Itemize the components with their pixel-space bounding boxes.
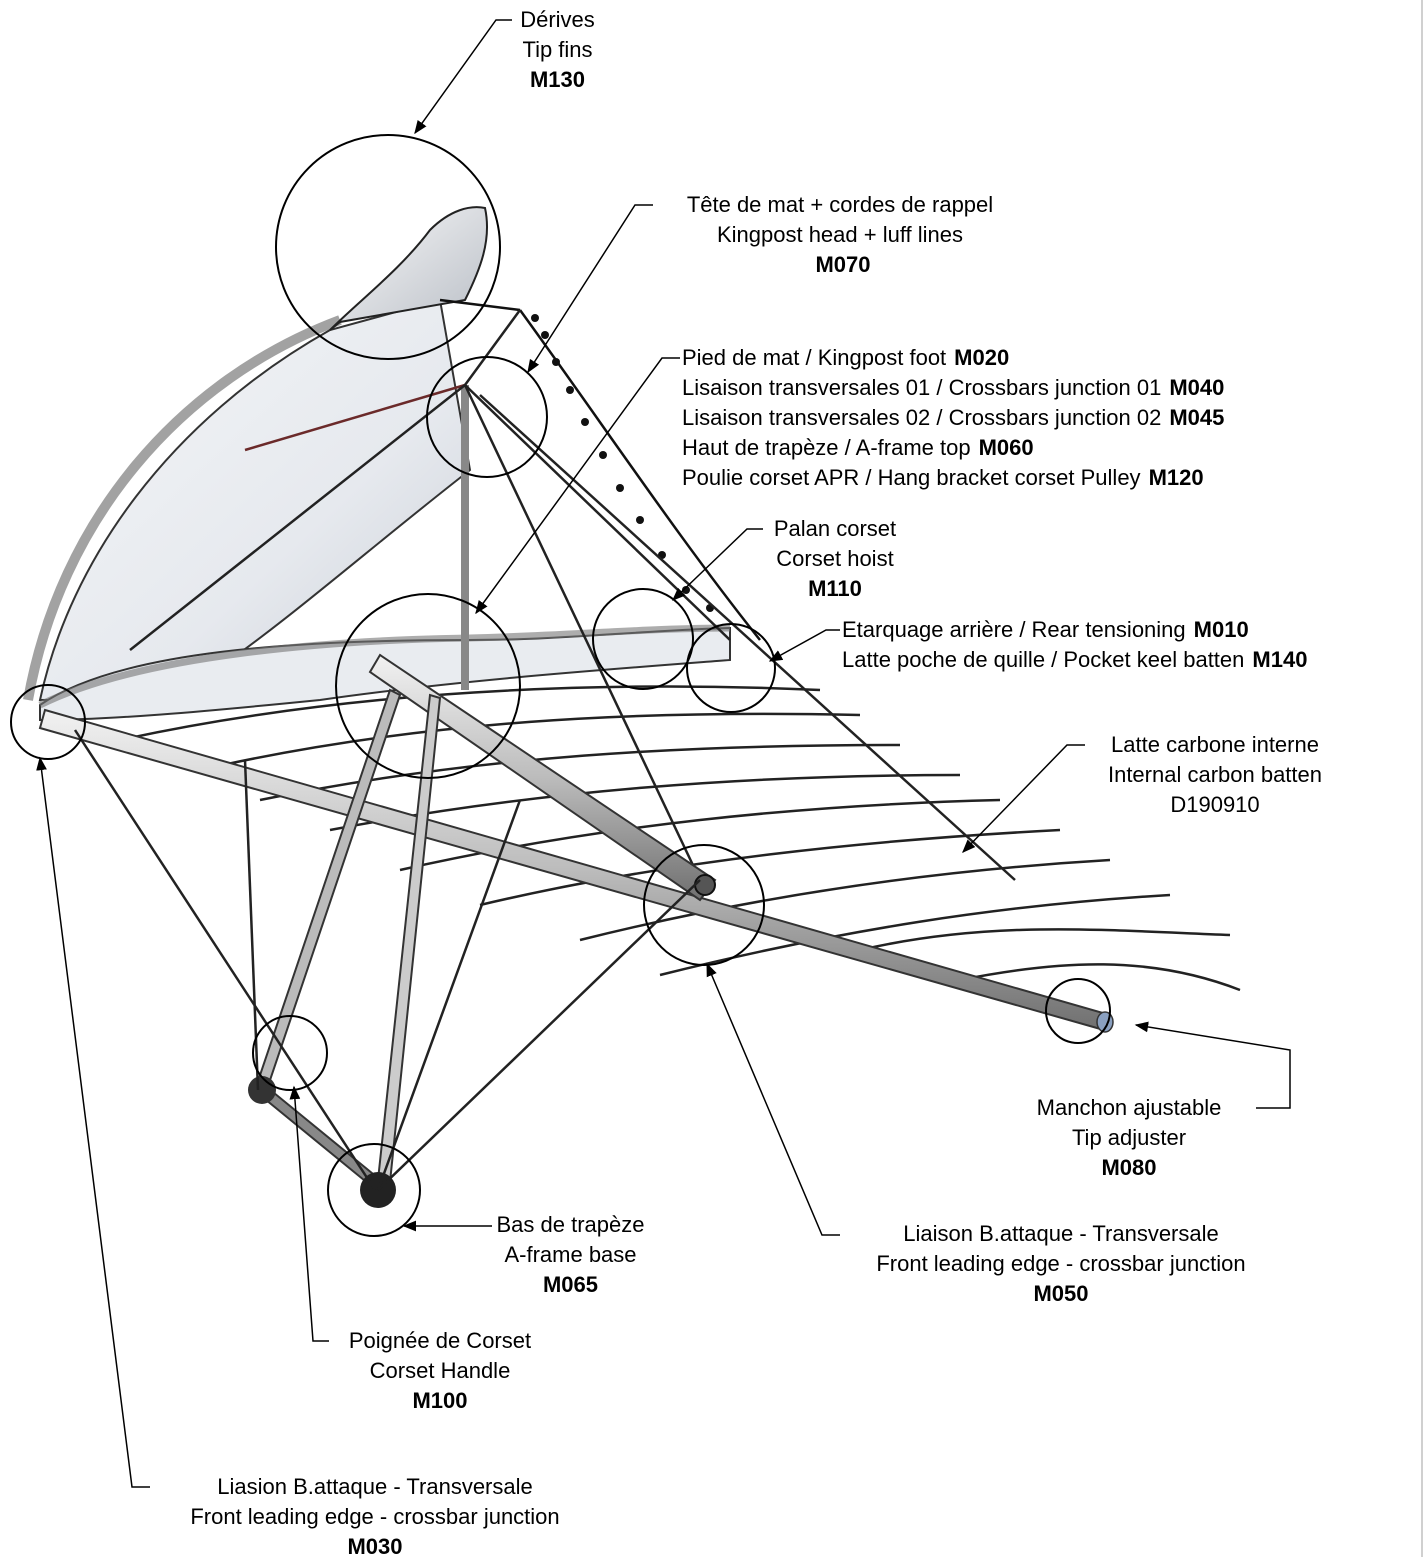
label-m080-code: M080	[1101, 1155, 1157, 1180]
label-m030-code: M030	[347, 1534, 403, 1559]
label-m080-fr: Manchon ajustable	[1036, 1095, 1222, 1120]
label-m080-en: Tip adjuster	[1071, 1125, 1187, 1150]
kingpost-rigging	[129, 309, 1016, 881]
leader-group	[475, 357, 680, 615]
label-m065: Bas de trapèze A-frame base M065	[488, 1210, 653, 1300]
label-m065-code: M065	[542, 1272, 599, 1297]
label-m050-code: M050	[1033, 1281, 1089, 1306]
label-m030: Liasion B.attaque - Transversale Front l…	[145, 1472, 605, 1562]
circle-m030	[10, 684, 86, 760]
circle-m130	[275, 134, 501, 360]
leader-m110	[672, 528, 763, 601]
label-m130-fr: Dérives	[520, 7, 595, 32]
label-m100-en: Corset Handle	[369, 1358, 511, 1383]
label-m030-en: Front leading edge - crossbar junction	[190, 1504, 560, 1529]
label-m070-code: M070	[815, 252, 871, 277]
label-m140: Latte poche de quille / Pocket keel batt…	[842, 647, 1308, 672]
leader-m030	[36, 756, 150, 1488]
leader-m010	[768, 629, 840, 662]
label-d190910-en: Internal carbon batten	[1107, 762, 1323, 787]
label-m130: Dérives Tip fins M130	[505, 5, 610, 95]
group-line-4: Poulie corset APR / Hang bracket corset …	[682, 465, 1204, 490]
group-line-1: Lisaison transversales 01 / Crossbars ju…	[682, 375, 1225, 400]
label-m070-en: Kingpost head + luff lines	[716, 222, 964, 247]
callout-circles	[10, 134, 1111, 1237]
label-d190910-code: D190910	[1170, 792, 1260, 817]
label-m110-fr: Palan corset	[773, 516, 897, 541]
leader-m080	[1134, 1021, 1291, 1109]
trailing-edge	[439, 298, 761, 641]
circle-m065	[327, 1143, 421, 1237]
label-m050-fr: Liaison B.attaque - Transversale	[903, 1221, 1219, 1246]
leader-lines	[36, 19, 1291, 1488]
a-frame	[248, 688, 442, 1208]
label-m070-fr: Tête de mat + cordes de rappel	[686, 192, 994, 217]
circle-m070	[426, 356, 548, 478]
leader-m070	[527, 204, 653, 374]
crossbar-tube	[368, 653, 717, 902]
label-m065-fr: Bas de trapèze	[496, 1212, 645, 1237]
label-d190910-fr: Latte carbone interne	[1111, 732, 1319, 757]
label-m050-en: Front leading edge - crossbar junction	[876, 1251, 1246, 1276]
label-m130-en: Tip fins	[522, 37, 593, 62]
page-edge-line	[1421, 0, 1423, 1557]
label-m100-fr: Poignée de Corset	[348, 1328, 532, 1353]
label-m130-code: M130	[529, 67, 586, 92]
side-wires	[73, 729, 701, 1191]
leader-m130	[414, 19, 512, 135]
label-m030-fr: Liasion B.attaque - Transversale	[217, 1474, 533, 1499]
label-m110-en: Corset hoist	[776, 546, 894, 571]
leader-m100	[289, 1085, 329, 1342]
circle-m080	[1045, 978, 1111, 1044]
label-m110: Palan corset Corset hoist M110	[755, 514, 915, 604]
label-m100-code: M100	[412, 1388, 468, 1413]
label-m080: Manchon ajustable Tip adjuster M080	[1030, 1093, 1228, 1183]
leader-m050	[706, 962, 840, 1236]
tip-fin	[329, 206, 489, 331]
leading-edge-tube	[38, 708, 1114, 1033]
circle-m010	[686, 623, 776, 713]
label-m070: Tête de mat + cordes de rappel Kingpost …	[650, 190, 1030, 280]
label-m065-en: A-frame base	[504, 1242, 637, 1267]
label-m110-code: M110	[808, 576, 862, 601]
trailing-edge-fittings	[531, 314, 714, 612]
circle-group	[335, 593, 521, 779]
label-m050: Liaison B.attaque - Transversale Front l…	[832, 1219, 1290, 1309]
leader-d190910	[962, 744, 1085, 853]
circle-m110	[592, 588, 694, 690]
label-d190910: Latte carbone interne Internal carbon ba…	[1080, 730, 1350, 820]
label-m100: Poignée de Corset Corset Handle M100	[326, 1326, 554, 1416]
group-line-2: Lisaison transversales 02 / Crossbars ju…	[682, 405, 1225, 430]
circle-m050	[643, 844, 765, 966]
circle-m100	[252, 1015, 328, 1091]
